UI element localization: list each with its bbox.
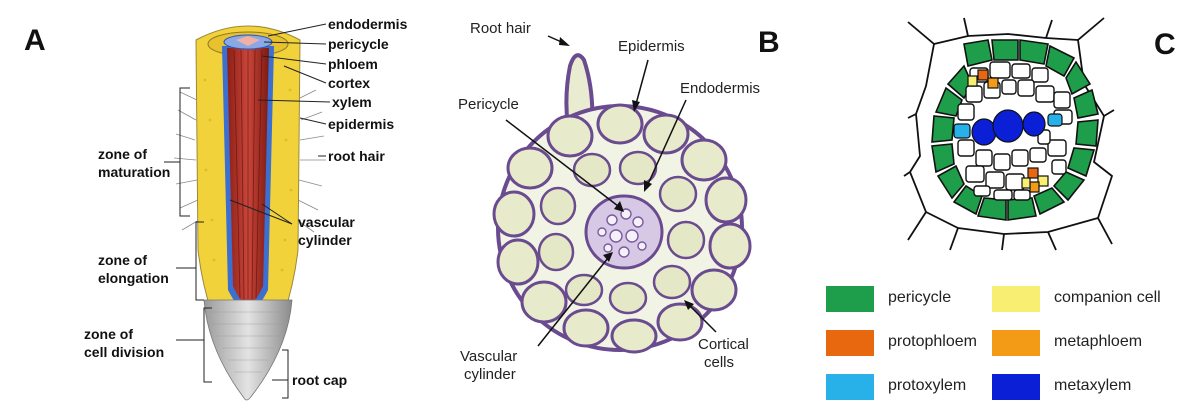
- panel-c-cell-type-map: C pericycle companion cell protophloem m…: [808, 0, 1198, 410]
- label-endodermis: endodermis: [328, 16, 407, 32]
- legend-label-pericycle: pericycle: [888, 289, 951, 307]
- legend-swatch-protophloem: [826, 330, 874, 356]
- panel-b-letter: B: [758, 26, 780, 60]
- label-b-cortical-line2: cells: [704, 354, 734, 372]
- label-root-cap: root cap: [292, 372, 347, 388]
- label-b-root-hair: Root hair: [470, 20, 531, 38]
- label-b-vascular-line2: cylinder: [464, 366, 516, 384]
- legend-label-metaphloem: metaphloem: [1054, 333, 1142, 351]
- label-epidermis: epidermis: [328, 116, 394, 132]
- label-b-pericycle: Pericycle: [458, 96, 519, 114]
- legend-swatch-protoxylem: [826, 374, 874, 400]
- cell-type-map-illustration: [808, 0, 1198, 260]
- legend-swatch-metaxylem: [992, 374, 1040, 400]
- label-zone-maturation-line1: zone of: [98, 146, 147, 162]
- legend-label-protoxylem: protoxylem: [888, 377, 966, 395]
- legend-label-companion-cell: companion cell: [1054, 289, 1161, 307]
- panel-a-letter: A: [24, 24, 46, 58]
- label-pericycle: pericycle: [328, 36, 389, 52]
- legend-swatch-companion-cell: [992, 286, 1040, 312]
- label-cortex: cortex: [328, 75, 370, 91]
- label-zone-cell-division-line1: zone of: [84, 326, 133, 342]
- legend-label-protophloem: protophloem: [888, 333, 977, 351]
- panel-a-root-longitudinal: A endodermis pericycle phloem cortex xyl…: [0, 0, 420, 410]
- label-xylem: xylem: [332, 94, 372, 110]
- label-zone-elongation-line2: elongation: [98, 270, 169, 286]
- legend-swatch-pericycle: [826, 286, 874, 312]
- label-b-vascular-line1: Vascular: [460, 348, 517, 366]
- label-vascular-cylinder-line1: vascular: [298, 214, 355, 230]
- label-b-cortical-line1: Cortical: [698, 336, 749, 354]
- legend-label-metaxylem: metaxylem: [1054, 377, 1131, 395]
- label-phloem: phloem: [328, 56, 378, 72]
- label-b-epidermis: Epidermis: [618, 38, 685, 56]
- label-root-hair: root hair: [328, 148, 385, 164]
- label-zone-cell-division-line2: cell division: [84, 344, 164, 360]
- label-zone-maturation-line2: maturation: [98, 164, 170, 180]
- label-vascular-cylinder-line2: cylinder: [298, 232, 352, 248]
- panel-b-root-cross-section: B Root hair Epidermis Pericycle Endoderm…: [420, 0, 808, 410]
- label-zone-elongation-line1: zone of: [98, 252, 147, 268]
- legend-swatch-metaphloem: [992, 330, 1040, 356]
- root-cap-shape: [204, 300, 292, 400]
- panel-c-letter: C: [1154, 28, 1176, 62]
- label-b-endodermis: Endodermis: [680, 80, 760, 98]
